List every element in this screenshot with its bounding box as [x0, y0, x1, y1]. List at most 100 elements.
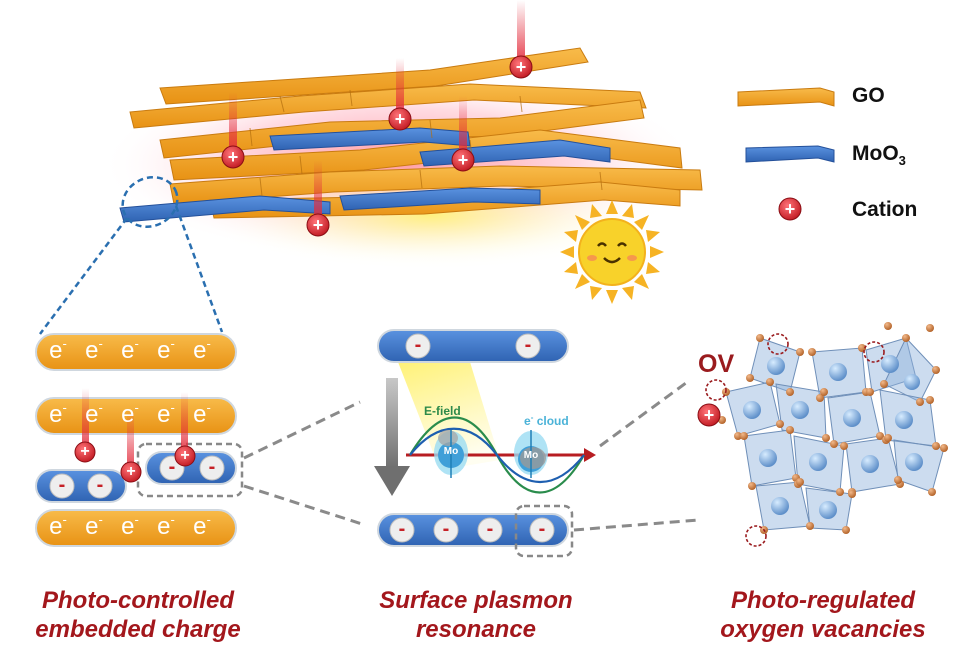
cation-icon: [306, 213, 330, 237]
negative-sign: -: [96, 474, 104, 496]
efield-label: E-field: [424, 404, 461, 418]
legend-cation-label: Cation: [852, 198, 918, 221]
electron-e: e: [193, 513, 207, 540]
zoom-indicator: [39, 175, 224, 335]
negative-sign: -: [442, 518, 450, 540]
negative-sign: -: [58, 474, 66, 496]
cation-icon: [697, 403, 721, 427]
highlight-box: [514, 504, 574, 558]
positive-sign: +: [80, 443, 90, 460]
left-panel: [35, 333, 244, 547]
electron-e: e: [121, 513, 135, 540]
caption-middle-line2: resonance: [415, 616, 537, 643]
ecloud-sup: -: [530, 413, 534, 422]
legend-moo3-sub: 3: [898, 153, 906, 168]
electron-label: e-: [188, 512, 216, 544]
caption-left-line2: embedded charge: [35, 616, 241, 643]
electron-e: e: [157, 401, 171, 428]
electron-label: e-: [44, 400, 72, 432]
go-bar: [35, 509, 237, 547]
negative-sign: -: [414, 334, 422, 356]
electron-e: e: [49, 337, 63, 364]
oxygen-vacancy-marker: [705, 333, 885, 547]
negative-charge-icon: [389, 517, 415, 543]
cation-icon: [388, 107, 412, 131]
legend-go-label: GO: [852, 84, 885, 107]
electron-sup: -: [134, 512, 139, 527]
legend-moo3-label: MoO3: [852, 142, 906, 168]
electron-e: e: [85, 337, 99, 364]
electron-sup: -: [62, 400, 67, 415]
electron-label: e-: [152, 336, 180, 368]
caption-right-line2: oxygen vacancies: [720, 616, 926, 643]
legend-moo3-base: MoO: [852, 142, 899, 165]
connector-left: [243, 400, 363, 526]
cation-icon: [174, 445, 196, 467]
positive-sign: +: [312, 215, 324, 235]
electron-e: e: [85, 513, 99, 540]
electron-sup: -: [98, 336, 103, 351]
electron-e: e: [121, 401, 135, 428]
mo-label: Mo: [523, 450, 539, 461]
positive-sign: +: [515, 57, 527, 77]
electron-sup: -: [170, 336, 175, 351]
electron-sup: -: [98, 400, 103, 415]
negative-sign: -: [208, 456, 216, 478]
mo-atom: [514, 430, 548, 478]
positive-sign: +: [227, 147, 239, 167]
negative-charge-icon: [49, 473, 75, 499]
electron-label: e-: [116, 512, 144, 544]
positive-sign: +: [126, 463, 136, 480]
go-bar: [35, 333, 237, 371]
positive-sign: +: [784, 199, 796, 219]
electron-label: e-: [80, 336, 108, 368]
electron-sup: -: [62, 512, 67, 527]
electron-label: e-: [116, 400, 144, 432]
mo-atom: [434, 430, 468, 478]
legend: [737, 87, 835, 221]
positive-sign: +: [457, 150, 469, 170]
caption-right: Photo-regulated oxygen vacancies: [692, 586, 954, 644]
electron-sup: -: [170, 400, 175, 415]
electron-sup: -: [206, 400, 211, 415]
electron-label: e-: [80, 400, 108, 432]
electron-e: e: [85, 401, 99, 428]
electron-label: e-: [44, 336, 72, 368]
cation-icon: [221, 145, 245, 169]
electron-sup: -: [206, 336, 211, 351]
negative-charge-icon: [529, 517, 555, 543]
negative-charge-icon: [405, 333, 431, 359]
ecloud-e: e: [524, 414, 531, 428]
cation-icon: [509, 55, 533, 79]
ecloud-word: cloud: [536, 414, 569, 428]
electron-label: e-: [152, 400, 180, 432]
positive-sign: +: [394, 109, 406, 129]
cation-icon: [74, 441, 96, 463]
electron-sup: -: [170, 512, 175, 527]
ecloud-wave: [409, 427, 585, 484]
electron-label: e-: [80, 512, 108, 544]
sheet-seams: [249, 89, 603, 197]
negative-charge-icon: [87, 473, 113, 499]
electron-e: e: [157, 513, 171, 540]
light-beam: [398, 362, 500, 470]
electron-e: e: [49, 513, 63, 540]
ecloud-label: e- cloud: [524, 413, 569, 428]
negative-charge-icon: [515, 333, 541, 359]
electron-e: e: [121, 337, 135, 364]
middle-panel: [374, 329, 596, 558]
electron-sup: -: [134, 400, 139, 415]
electron-e: e: [49, 401, 63, 428]
legend-go-swatch: [737, 87, 835, 107]
electron-sup: -: [134, 336, 139, 351]
caption-middle-line1: Surface plasmon: [379, 587, 573, 614]
legend-cation-icon: [778, 197, 802, 221]
negative-charge-icon: [199, 455, 225, 481]
electron-e: e: [157, 337, 171, 364]
caption-right-line1: Photo-regulated: [731, 587, 915, 614]
sun-icon: [560, 200, 664, 304]
caption-left-line1: Photo-controlled: [42, 587, 234, 614]
electron-label: e-: [188, 336, 216, 368]
connector-right: [573, 378, 699, 532]
